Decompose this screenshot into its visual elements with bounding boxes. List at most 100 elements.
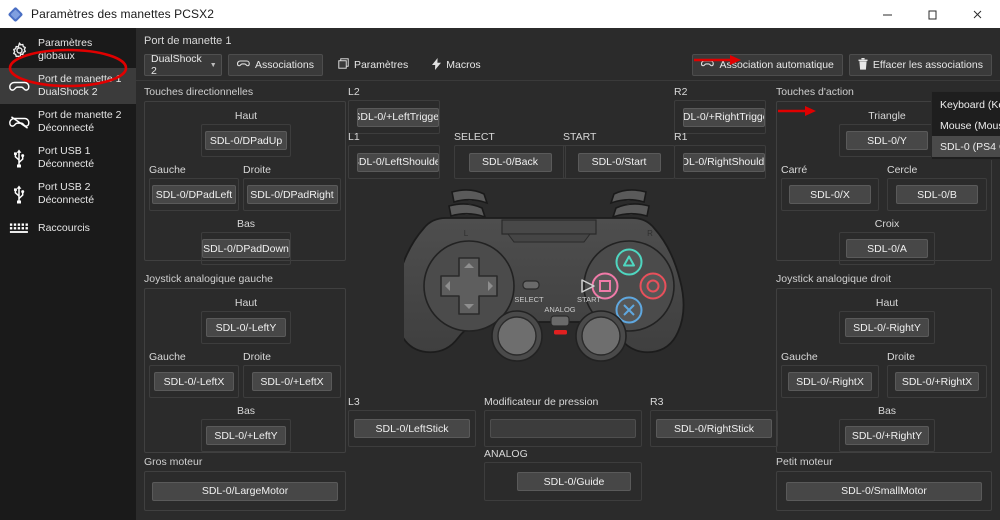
toolbar-right: Association automatique Effacer les asso… [692, 53, 992, 77]
sidebar-sublabel: Déconnecté [38, 158, 95, 170]
slot-right-stick-right: Droite SDL-0/+RightX [887, 351, 987, 398]
svg-text:1: 1 [465, 212, 469, 219]
bind-r3[interactable]: SDL-0/RightStick [656, 419, 772, 438]
settings-button[interactable]: Paramètres [329, 54, 417, 76]
macros-button[interactable]: Macros [423, 54, 489, 76]
bind-r1[interactable]: SDL-0/RightShoulder [683, 152, 765, 172]
bind-pressure-modifier[interactable] [490, 419, 636, 438]
settings-label: Paramètres [353, 59, 409, 71]
slot-label: L1 [348, 131, 360, 143]
trash-icon [858, 57, 868, 73]
slot-left-stick-right: Droite SDL-0/+LeftX [243, 351, 341, 398]
controller-type-select[interactable]: DualShock 2 ▼ [144, 53, 222, 77]
gamepad-icon [701, 59, 715, 71]
clear-bindings-button[interactable]: Effacer les associations [848, 54, 992, 76]
slot-label: L2 [348, 86, 360, 98]
group-dpad-title: Touches directionnelles [144, 86, 254, 98]
bind-start[interactable]: SDL-0/Start [577, 152, 661, 172]
bind-right-stick-right[interactable]: SDL-0/+RightX [895, 372, 979, 391]
sidebar-item-usb-1[interactable]: Port USB 1 Déconnecté [0, 140, 136, 176]
bind-small-motor[interactable]: SDL-0/SmallMotor [786, 481, 982, 501]
slot-r2: R2 SDL-0/+RightTrigger [674, 86, 766, 134]
close-button[interactable] [955, 0, 1000, 28]
group-large-motor: Gros moteur SDL-0/LargeMotor [144, 456, 346, 511]
usb-icon [8, 183, 30, 205]
menu-item-keyboard[interactable]: Keyboard (Keyboard) [940, 98, 1000, 111]
bind-right-stick-left[interactable]: SDL-0/-RightX [788, 372, 872, 391]
bind-right-stick-down[interactable]: SDL-0/+RightY [845, 426, 929, 445]
slot-label: Carré [781, 164, 808, 176]
bind-right-stick-up[interactable]: SDL-0/-RightY [845, 318, 929, 337]
bind-left-stick-left[interactable]: SDL-0/-LeftX [154, 372, 234, 391]
sidebar-item-shortcuts[interactable]: Raccourcis [0, 212, 136, 244]
bind-left-stick-right[interactable]: SDL-0/+LeftX [252, 372, 332, 391]
device-dropdown-menu: Keyboard (Keyboard) Mouse (Mouse) SDL-0 … [931, 91, 1000, 160]
minimize-button[interactable] [865, 0, 910, 28]
macros-label: Macros [446, 59, 481, 71]
slot-label: Gauche [149, 164, 186, 176]
window-titlebar: Paramètres des manettes PCSX2 [0, 0, 1000, 28]
sidebar-label: Port USB 1 [38, 145, 91, 157]
bind-dpad-left[interactable]: SDL-0/DPadLeft [152, 185, 236, 204]
gamepad-disconnected-icon [8, 111, 30, 133]
group-right-stick: Joystick analogique droit Haut SDL-0/-Ri… [776, 273, 992, 453]
sidebar-label: Port USB 2 [38, 181, 91, 193]
slot-dpad-right: Droite SDL-0/DPadRight [243, 164, 341, 211]
bind-large-motor[interactable]: SDL-0/LargeMotor [152, 481, 338, 501]
bind-l1[interactable]: SDL-0/LeftShoulder [357, 152, 439, 172]
window-controls [865, 0, 1000, 28]
menu-item-sdl-0[interactable]: SDL-0 (PS4 Controller) [932, 136, 1000, 157]
slot-label: R1 [674, 131, 688, 143]
bind-l2[interactable]: SDL-0/+LeftTrigger [357, 107, 439, 127]
bind-square[interactable]: SDL-0/X [789, 185, 871, 204]
slot-label: Croix [874, 218, 900, 230]
slot-label: Bas [236, 218, 256, 230]
pcsx2-logo-icon [7, 6, 24, 23]
bind-l3[interactable]: SDL-0/LeftStick [354, 419, 470, 438]
slot-label: Bas [236, 405, 256, 417]
slot-label: Haut [875, 297, 899, 309]
slot-label: Bas [877, 405, 897, 417]
bind-dpad-right[interactable]: SDL-0/DPadRight [246, 185, 338, 204]
sidebar-sublabel: Déconnecté [38, 194, 95, 206]
svg-text:2: 2 [468, 198, 472, 205]
slot-label: Droite [243, 164, 272, 176]
bind-dpad-up[interactable]: SDL-0/DPadUp [205, 131, 287, 150]
slot-label: L3 [348, 396, 360, 408]
page-title: Port de manette 1 [144, 35, 232, 47]
sidebar-label: Paramètres globaux [38, 37, 93, 62]
sidebar-item-port-1[interactable]: Port de manette 1 DualShock 2 [0, 68, 136, 104]
auto-bind-button[interactable]: Association automatique [692, 54, 843, 76]
toolbar-divider [136, 80, 1000, 81]
sidebar-item-port-2[interactable]: Port de manette 2 Déconnecté [0, 104, 136, 140]
bind-left-stick-down[interactable]: SDL-0/+LeftY [206, 426, 286, 445]
keyboard-icon [8, 217, 30, 239]
sidebar-item-usb-2[interactable]: Port USB 2 Déconnecté [0, 176, 136, 212]
bind-dpad-down[interactable]: SDL-0/DPadDown [202, 239, 290, 258]
slot-select: SELECT SDL-0/Back [454, 131, 566, 179]
bind-left-stick-up[interactable]: SDL-0/-LeftY [206, 318, 286, 337]
bind-triangle[interactable]: SDL-0/Y [846, 131, 928, 150]
sidebar-item-global-settings[interactable]: Paramètres globaux [0, 32, 136, 68]
slot-label: Droite [887, 351, 916, 363]
bind-cross[interactable]: SDL-0/A [846, 239, 928, 258]
group-left-stick: Joystick analogique gauche Haut SDL-0/-L… [144, 273, 346, 453]
slot-right-stick-up: Haut SDL-0/-RightY [839, 297, 935, 344]
sidebar: Paramètres globaux Port de manette 1 Dua… [0, 28, 136, 520]
bind-analog[interactable]: SDL-0/Guide [517, 472, 631, 491]
slot-label: Droite [243, 351, 272, 363]
bind-r2[interactable]: SDL-0/+RightTrigger [683, 107, 765, 127]
bind-circle[interactable]: SDL-0/B [896, 185, 978, 204]
sliders-icon [338, 58, 349, 72]
group-dpad: Touches directionnelles Haut SDL-0/DPadU… [144, 86, 346, 265]
slot-pressure-modifier: Modificateur de pression [484, 396, 642, 447]
menu-item-mouse[interactable]: Mouse (Mouse) [940, 119, 1000, 132]
svg-text:ANALOG: ANALOG [544, 305, 575, 314]
bind-select[interactable]: SDL-0/Back [468, 152, 552, 172]
bindings-button[interactable]: Associations [228, 54, 323, 76]
slot-left-stick-left: Gauche SDL-0/-LeftX [149, 351, 239, 398]
svg-text:START: START [577, 295, 601, 304]
slot-right-stick-left: Gauche SDL-0/-RightX [781, 351, 879, 398]
maximize-button[interactable] [910, 0, 955, 28]
